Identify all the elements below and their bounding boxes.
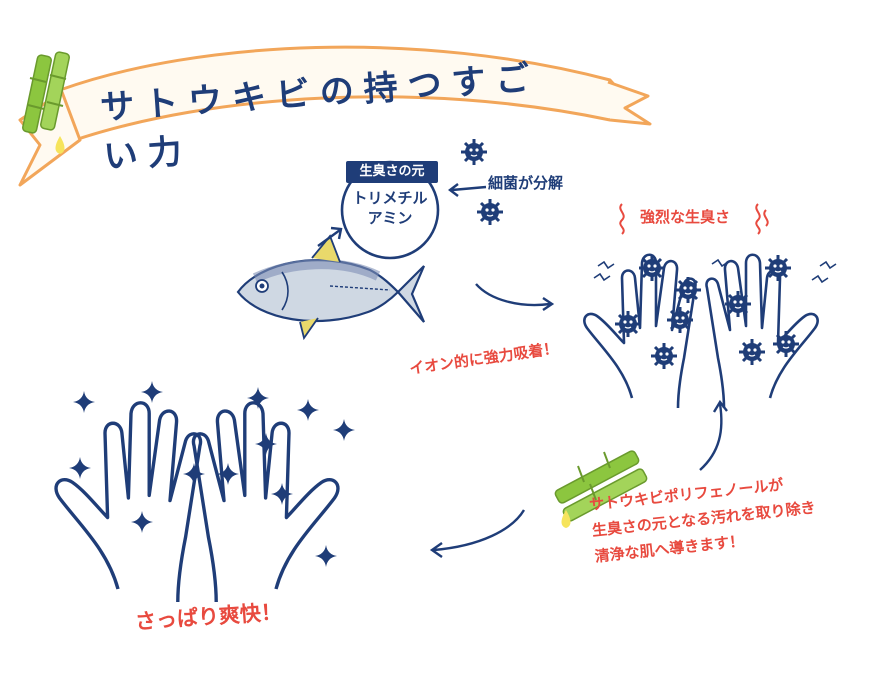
source-tag: 生臭さの元 — [346, 161, 438, 183]
smelly-hands — [583, 253, 819, 410]
arrow-icon — [699, 403, 723, 471]
compound-label: トリメチル アミン — [352, 189, 428, 227]
bacteria-label: 細菌が分解 — [488, 174, 564, 192]
fish-icon — [236, 234, 426, 341]
virus-icon — [459, 137, 489, 167]
arrow-icon — [433, 509, 526, 552]
fresh-hands — [54, 401, 340, 604]
sugarcane-bottom — [554, 450, 648, 528]
smell-label: 強烈な生臭さ — [640, 208, 731, 226]
sparkle-icons — [69, 381, 355, 567]
smell-squiggle-icon — [619, 203, 769, 235]
arrow-icon — [475, 283, 551, 307]
arrow-icon — [317, 229, 341, 247]
sugarcane-top — [22, 51, 70, 154]
smell-lines-icon — [593, 258, 837, 284]
virus-icon — [475, 197, 505, 227]
arrow-icon — [451, 185, 487, 192]
